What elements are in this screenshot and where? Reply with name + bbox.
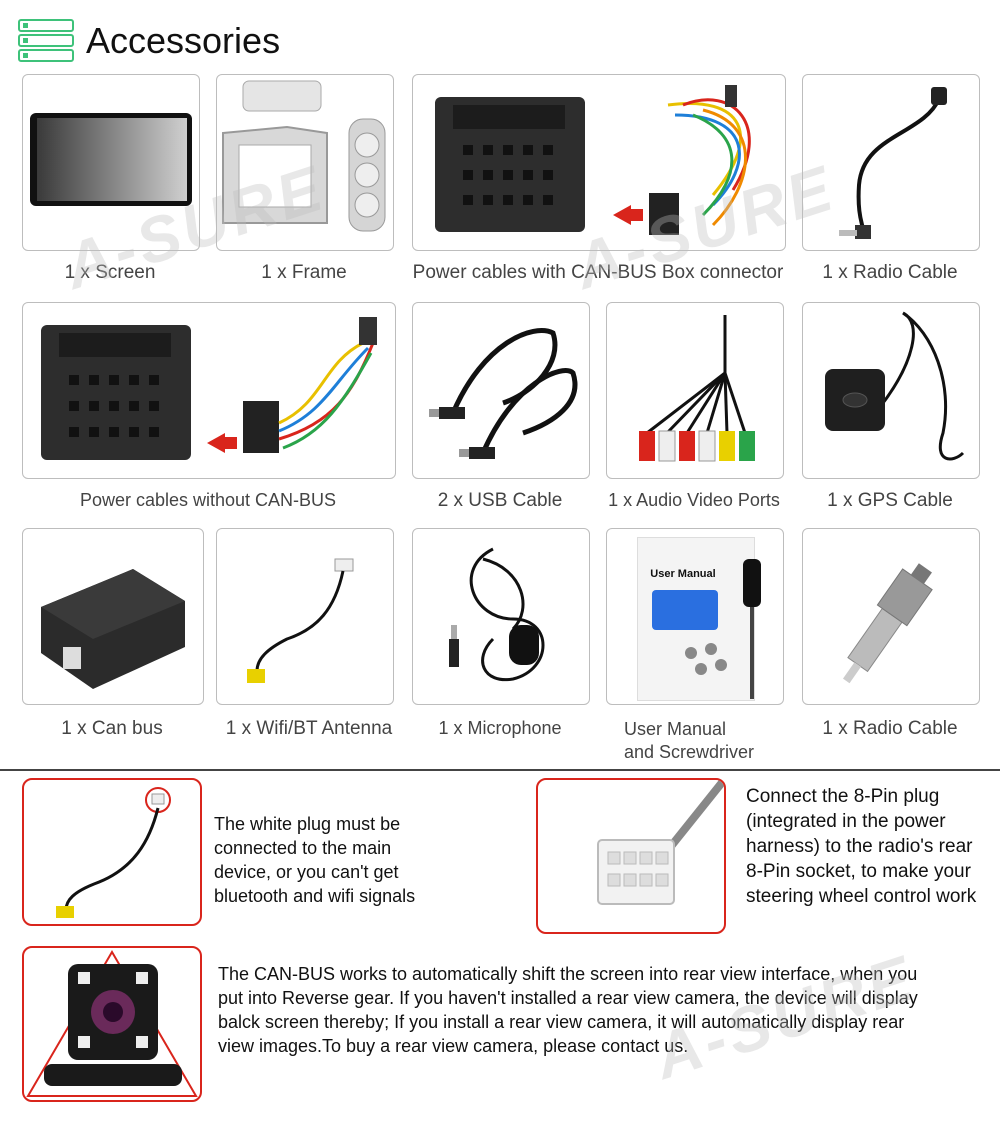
radio-adapter-image <box>842 563 933 684</box>
screws-image <box>685 643 727 675</box>
microphone-image <box>449 547 545 682</box>
header-icon-list <box>18 18 74 64</box>
wifi-antenna-image <box>247 558 354 683</box>
caption-radio-cable: 1 x Radio Cable <box>822 262 958 283</box>
list-icon <box>18 19 74 62</box>
note-card-rear-camera <box>22 946 202 1102</box>
screwdriver-image <box>743 559 761 699</box>
av-ports-image <box>639 315 755 462</box>
item-card-power-no-canbus <box>22 302 396 479</box>
wifi-plug-image <box>56 787 171 918</box>
can-bus-image <box>41 569 185 689</box>
gps-cable-image <box>825 311 965 461</box>
item-card-frame <box>216 74 394 251</box>
caption-manual-line1: User Manual <box>624 719 727 739</box>
page-title: Accessories <box>86 20 281 61</box>
item-card-av-ports <box>606 302 784 479</box>
power-no-canbus-image <box>41 317 377 460</box>
rear-camera-image <box>26 950 198 1097</box>
caption-av-ports: 1 x Audio Video Ports <box>608 490 780 510</box>
note-eight-pin: Connect the 8-Pin plug (integrated in th… <box>746 786 977 907</box>
note-canbus: The CAN-BUS works to automatically shift… <box>218 964 918 1056</box>
note-wifi-plug: The white plug must be connected to the … <box>214 814 416 906</box>
caption-microphone: 1 x Microphone <box>438 718 562 738</box>
caption-manual-screwdriver: User Manual and Screwdriver <box>624 718 794 764</box>
caption-manual-line2: and Screwdriver <box>624 742 755 762</box>
item-card-screen <box>22 74 200 251</box>
manual-inner-label: User Manual <box>650 568 716 580</box>
caption-screen: 1 x Screen <box>64 262 156 283</box>
radio-cable-image <box>839 87 947 239</box>
caption-frame: 1 x Frame <box>261 262 347 283</box>
note-card-wifi-plug <box>22 778 202 926</box>
item-card-usb-cable <box>412 302 590 479</box>
item-card-radio-adapter <box>802 528 980 705</box>
manual-screen-image <box>652 590 718 630</box>
manual-booklet: User Manual <box>637 537 755 701</box>
item-card-wifi-antenna <box>216 528 394 705</box>
power-canbus-image <box>435 85 751 235</box>
frame-image <box>222 80 386 232</box>
item-card-power-canbus <box>412 74 786 251</box>
caption-power-canbus: Power cables with CAN-BUS Box connector <box>412 262 784 283</box>
caption-usb-cable: 2 x USB Cable <box>437 490 563 511</box>
caption-wifi-antenna: 1 x Wifi/BT Antenna <box>225 718 393 739</box>
section-divider <box>0 769 1000 771</box>
caption-power-no-canbus: Power cables without CAN-BUS <box>79 490 337 510</box>
usb-cable-image <box>429 328 578 459</box>
caption-radio-adapter: 1 x Radio Cable <box>822 718 958 739</box>
caption-can-bus: 1 x Can bus <box>61 718 163 739</box>
eight-pin-plug-image <box>597 780 724 905</box>
caption-gps-cable: 1 x GPS Cable <box>827 490 953 511</box>
note-card-eight-pin <box>536 778 726 934</box>
item-card-microphone <box>412 528 590 705</box>
item-card-manual-screwdriver: User Manual <box>606 528 784 705</box>
item-card-can-bus <box>22 528 204 705</box>
item-card-radio-cable <box>802 74 980 251</box>
item-card-gps-cable <box>802 302 980 479</box>
screen-image <box>30 113 192 206</box>
